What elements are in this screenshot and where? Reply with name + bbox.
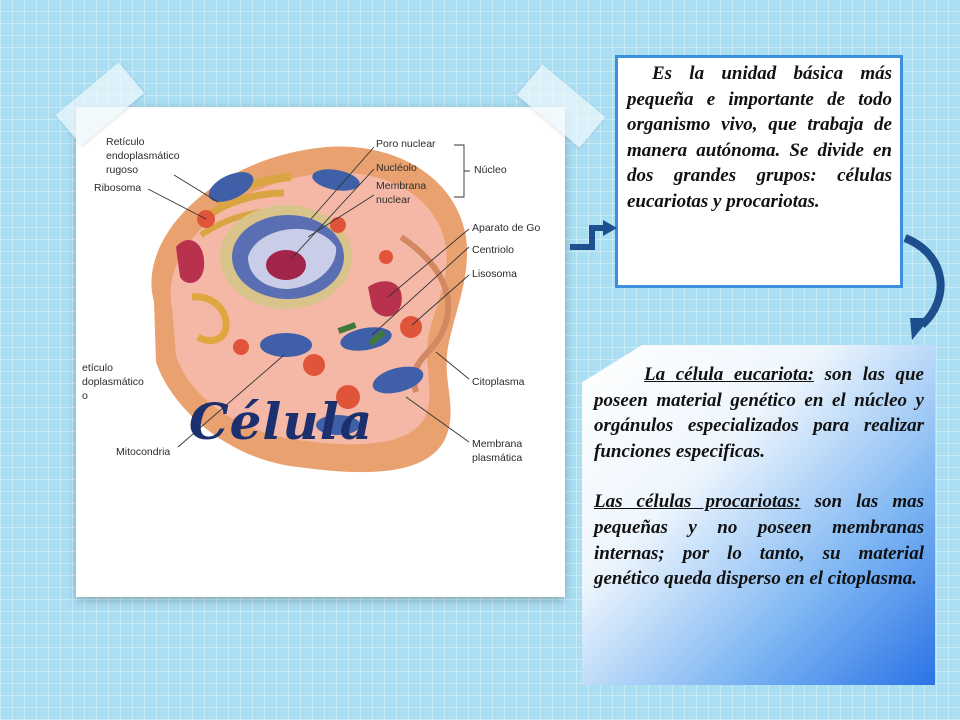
label-lisosoma: Lisosoma bbox=[472, 268, 517, 280]
cell-diagram-card: Retículo endoplasmático rugoso Ribosoma … bbox=[76, 107, 565, 597]
label-membrana-nuclear-line: Membrana bbox=[376, 180, 426, 192]
golgi-shape bbox=[176, 239, 205, 283]
lysosome-shape bbox=[336, 385, 360, 409]
caption-title: Célula bbox=[188, 392, 374, 451]
label-reticulo-liso-line: o bbox=[82, 390, 88, 402]
label-centriolo: Centriolo bbox=[472, 244, 514, 256]
label-membrana-nuclear-line: nuclear bbox=[376, 194, 411, 206]
prokaryote-text: son las mas pequeñas y no poseen membran… bbox=[594, 491, 925, 590]
cell-diagram: Retículo endoplasmático rugoso Ribosoma … bbox=[82, 136, 540, 473]
label-citoplasma: Citoplasma bbox=[472, 376, 525, 388]
label-reticulo-liso: etículo doplasmático o bbox=[82, 362, 147, 402]
label-reticulo-rugoso: Retículo endoplasmático rugoso bbox=[106, 136, 182, 176]
smooth-er-shape bbox=[191, 293, 230, 344]
mitochondrion-shape bbox=[316, 415, 360, 435]
label-reticulo-rugoso-line: Retículo bbox=[106, 136, 145, 148]
definition-text: Es la unidad básica más pequeña e import… bbox=[627, 63, 892, 212]
prokaryote-paragraph: Las células procariotas: son las mas peq… bbox=[594, 489, 924, 591]
lysosome-shape bbox=[330, 217, 346, 233]
mitochondrion-shape bbox=[372, 366, 424, 394]
eukaryote-paragraph: La célula eucariota: son las que poseen … bbox=[594, 362, 924, 464]
label-reticulo-liso-line: doplasmático bbox=[82, 376, 144, 388]
mitochondrion-shape bbox=[260, 333, 312, 357]
cell-types-box bbox=[582, 345, 935, 685]
curved-arrow-icon bbox=[903, 234, 945, 340]
lysosome-shape bbox=[233, 339, 249, 355]
label-reticulo-rugoso-line: rugoso bbox=[106, 164, 138, 176]
label-membrana-plasmatica-line: plasmática bbox=[472, 452, 522, 464]
definition-box: Es la unidad básica más pequeña e import… bbox=[615, 55, 903, 288]
lysosome-shape bbox=[379, 250, 393, 264]
label-nucleolo: Nucléolo bbox=[376, 162, 417, 174]
prokaryote-heading: Las células procariotas: bbox=[594, 491, 801, 513]
cell-types-text: La célula eucariota: son las que poseen … bbox=[594, 362, 924, 592]
label-membrana-plasmatica-line: Membrana bbox=[472, 438, 522, 450]
centriole-shape bbox=[368, 329, 386, 347]
label-reticulo-liso-line: etículo bbox=[82, 362, 113, 374]
label-mitocondria: Mitocondria bbox=[116, 446, 170, 458]
eukaryote-heading: La célula eucariota: bbox=[644, 364, 815, 385]
label-poro-nuclear: Poro nuclear bbox=[376, 138, 436, 150]
label-reticulo-rugoso-line: endoplasmático bbox=[106, 150, 180, 162]
lysosome-shape bbox=[303, 354, 325, 376]
label-golgi: Aparato de Go bbox=[472, 222, 540, 234]
leader-lines bbox=[147, 144, 470, 448]
mitochondrion-shape bbox=[208, 172, 254, 202]
mitochondrion-shape bbox=[312, 169, 360, 191]
label-membrana-plasmatica: Membrana plasmática bbox=[472, 438, 525, 464]
nucleolus-shape bbox=[266, 250, 306, 280]
golgi-shape bbox=[368, 281, 402, 317]
centriole-shape bbox=[337, 322, 357, 334]
label-ribosoma: Ribosoma bbox=[94, 182, 141, 194]
label-membrana-nuclear: Membrana nuclear bbox=[376, 180, 429, 206]
eukaryote-text: son las que poseen material genético en … bbox=[594, 364, 924, 462]
step-arrow-icon bbox=[570, 220, 617, 250]
label-nucleo: Núcleo bbox=[474, 164, 507, 176]
rough-er-shape bbox=[203, 189, 285, 220]
